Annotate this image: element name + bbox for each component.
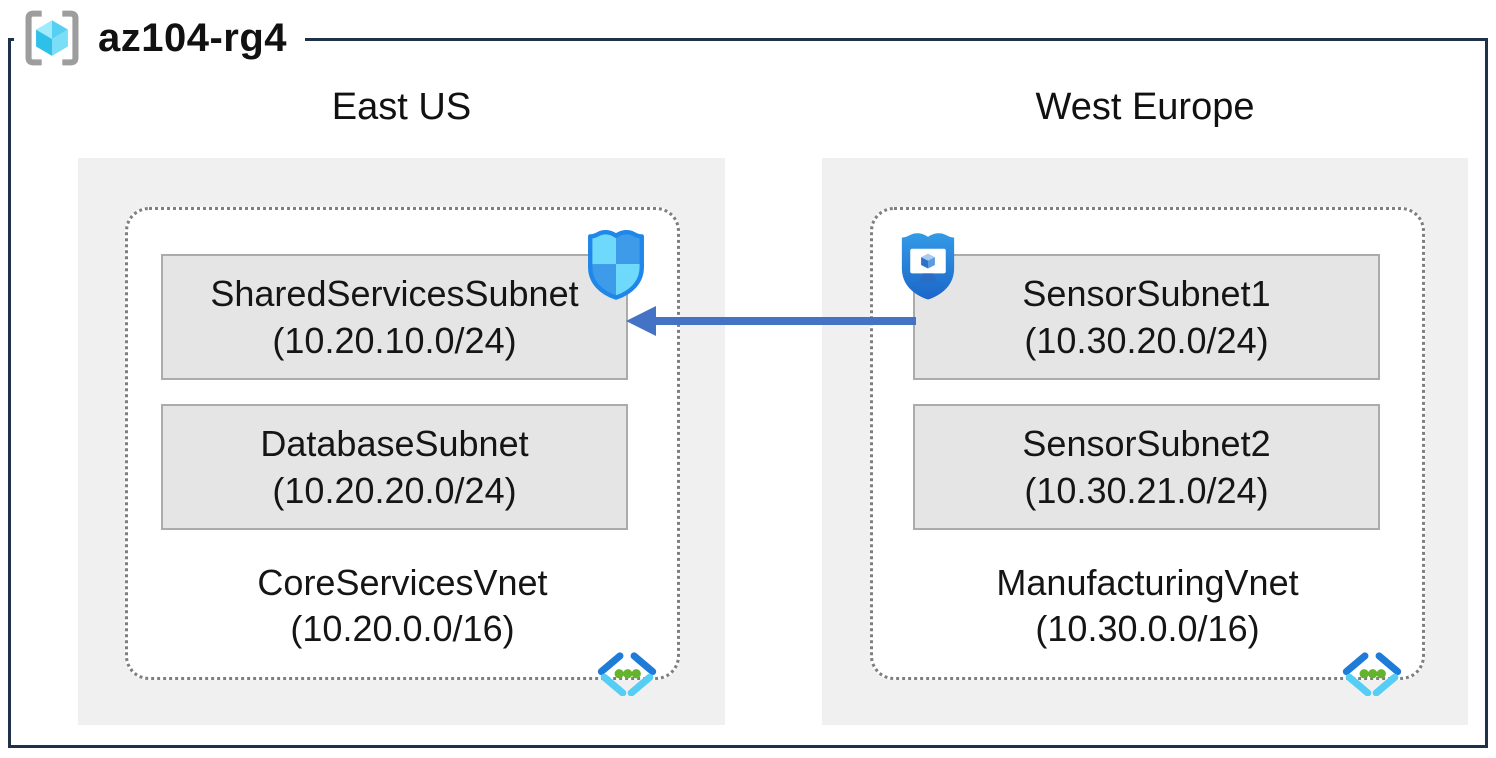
subnet-cidr: (10.20.10.0/24) bbox=[272, 320, 517, 361]
vnet-cidr: (10.30.0.0/16) bbox=[1035, 608, 1260, 649]
region-label-east-us: East US bbox=[331, 86, 472, 128]
vnet-box-coreservicesvnet: SharedServicesSubnet (10.20.10.0/24) Dat… bbox=[125, 207, 680, 696]
network-security-group-shield-icon bbox=[588, 229, 644, 300]
resource-group-frame bbox=[8, 38, 1488, 748]
subnet-name: DatabaseSubnet bbox=[260, 423, 529, 464]
subnet-name: SensorSubnet1 bbox=[1022, 273, 1271, 314]
monitor-glyph bbox=[910, 248, 946, 283]
resource-group-badge: az104-rg4 bbox=[14, 4, 306, 72]
vnet-label-manufacturingvnet: ManufacturingVnet (10.30.0.0/16) bbox=[873, 560, 1422, 652]
resource-group-title: az104-rg4 bbox=[98, 15, 288, 60]
region-label-west-europe: West Europe bbox=[1035, 86, 1255, 128]
vnet-cidr: (10.20.0.0/16) bbox=[290, 608, 515, 649]
subnet-box-sensorsubnet1: SensorSubnet1 (10.30.20.0/24) bbox=[913, 254, 1380, 380]
vnet-box-manufacturingvnet: SensorSubnet1 (10.30.20.0/24) SensorSubn… bbox=[870, 207, 1425, 696]
bastion-shield-icon bbox=[901, 233, 955, 300]
vnet-name: CoreServicesVnet bbox=[257, 562, 548, 603]
subnet-name: SharedServicesSubnet bbox=[210, 273, 579, 314]
subnet-box-databasesubnet: DatabaseSubnet (10.20.20.0/24) bbox=[161, 404, 628, 530]
vnet-label-coreservicesvnet: CoreServicesVnet (10.20.0.0/16) bbox=[128, 560, 677, 652]
subnet-box-sensorsubnet2: SensorSubnet2 (10.30.21.0/24) bbox=[913, 404, 1380, 530]
subnet-cidr: (10.30.20.0/24) bbox=[1024, 320, 1269, 361]
subnet-box-sharedservicessubnet: SharedServicesSubnet (10.20.10.0/24) bbox=[161, 254, 628, 380]
virtual-network-icon bbox=[1342, 652, 1402, 696]
subnet-cidr: (10.30.21.0/24) bbox=[1024, 470, 1269, 511]
resource-group-icon bbox=[25, 10, 79, 66]
peering-arrow bbox=[626, 306, 916, 336]
virtual-network-icon bbox=[597, 652, 657, 696]
subnet-name: SensorSubnet2 bbox=[1022, 423, 1271, 464]
subnet-cidr: (10.20.20.0/24) bbox=[272, 470, 517, 511]
vnet-name: ManufacturingVnet bbox=[996, 562, 1299, 603]
